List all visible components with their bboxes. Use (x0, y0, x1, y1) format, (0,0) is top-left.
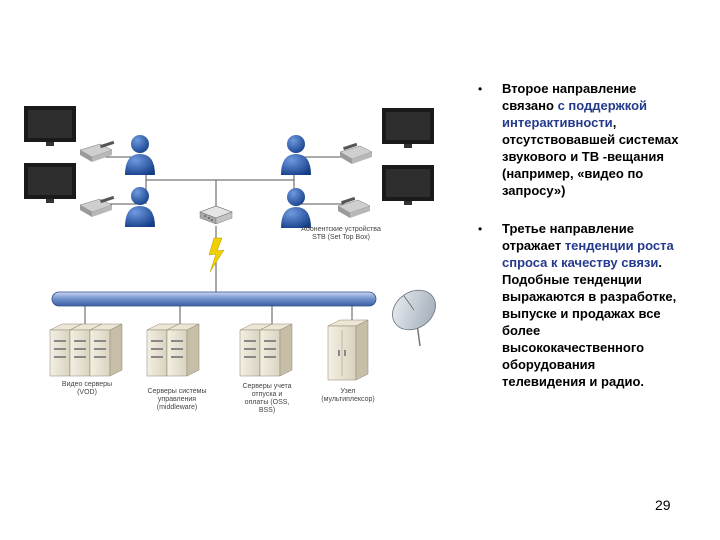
bullet-2-text-b: . Подобные тенденции выражаются в разраб… (502, 255, 677, 389)
user-icon (125, 135, 155, 175)
router-icon (199, 205, 233, 225)
set-top-box-icon (339, 142, 373, 164)
set-top-box-icon (79, 140, 115, 162)
bullet-marker: • (478, 82, 483, 96)
video-server-group-icon (49, 323, 123, 377)
bullet-2-highlight: тенденции роста спроса к качеству связи (502, 238, 674, 270)
tv-monitor-icon (382, 165, 434, 205)
bullet-paragraph-2: Третье направление отражает тенденции ро… (502, 220, 682, 390)
network-bus (51, 291, 377, 307)
user-icon (125, 187, 155, 227)
headend-cabinet-icon (327, 319, 369, 381)
tv-monitor-icon (24, 163, 76, 203)
tv-monitor-icon (24, 106, 76, 146)
middleware-server-group-icon (146, 323, 200, 377)
bullet-2-text-a: Третье направление отражает (502, 221, 634, 253)
set-top-box-icon (337, 196, 371, 218)
bullet-1-text-b: , отсутствовавшей системах звукового и Т… (502, 115, 679, 198)
bullet-1-highlight: с поддержкой интерактивности (502, 98, 648, 130)
bullet-marker: • (478, 222, 483, 236)
bullet-paragraph-1: Второе направление связано с поддержкой … (502, 80, 682, 199)
user-icon (281, 135, 311, 175)
user-icon (281, 188, 311, 228)
lightning-icon (208, 237, 225, 273)
bullet-1-text-a: Второе направление связано (502, 81, 637, 113)
headend-caption: Узел (мультиплексор) (321, 388, 375, 403)
stb-caption: Абонентские устройства STB (Set Top Box) (301, 226, 381, 241)
set-top-box-icon (79, 195, 115, 217)
video-servers-caption: Видео серверы (VOD) (61, 381, 113, 396)
billing-server-group-icon (239, 323, 293, 377)
tv-monitor-icon (382, 108, 434, 148)
satellite-dish-icon (392, 289, 436, 347)
page-number: 29 (655, 497, 671, 513)
billing-servers-caption: Серверы учета отпуска и оплаты (OSS, BSS… (242, 383, 292, 414)
iptv-network-diagram (24, 106, 436, 381)
middleware-servers-caption: Серверы системы управления (middleware) (147, 388, 207, 411)
